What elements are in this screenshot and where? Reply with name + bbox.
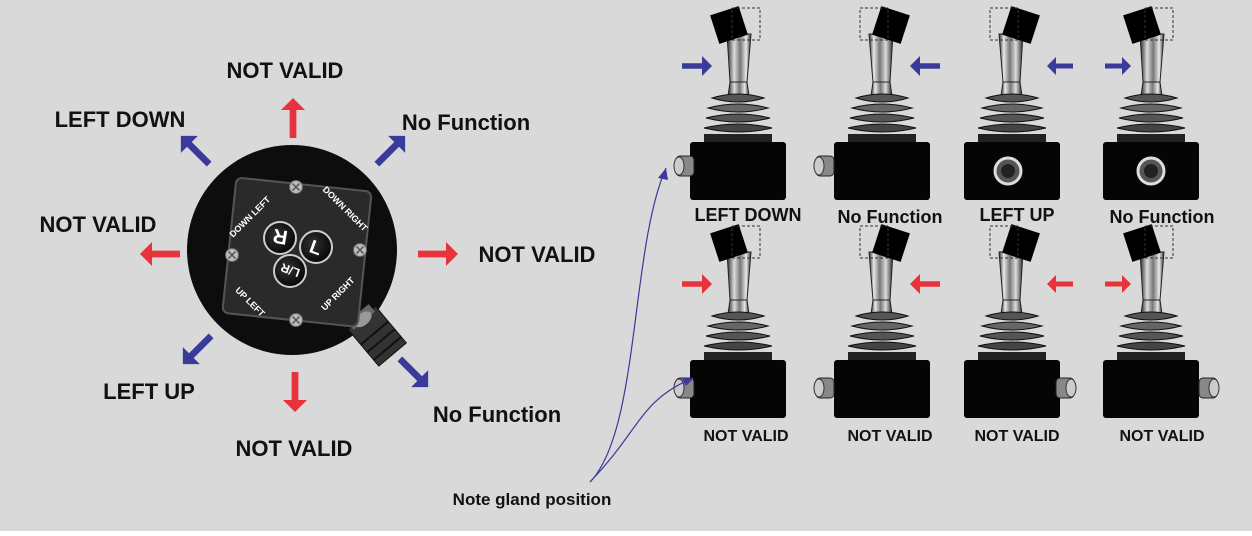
arrow-joystick-bottom-2 (910, 274, 940, 294)
dial-label-right: NOT VALID (479, 242, 596, 267)
arrow-up-red (281, 98, 305, 138)
joystick-bottom-2 (813, 223, 931, 419)
dial-label-top-right: No Function (402, 110, 530, 135)
joystick-label-top-1: LEFT DOWN (695, 205, 802, 225)
joystick-top-1 (673, 5, 787, 201)
button-lr-label: L/R (279, 260, 302, 280)
joystick-top-2 (813, 5, 931, 201)
cable-gland (993, 156, 1023, 186)
joystick-label-bottom-3: NOT VALID (974, 428, 1059, 445)
joystick-bottom-4 (1102, 223, 1220, 419)
dial-label-bottom-right: No Function (433, 402, 561, 427)
leader-arrowhead-top (658, 168, 668, 180)
button-l[interactable]: L (299, 230, 333, 264)
dial-label-bottom: NOT VALID (236, 436, 353, 461)
cable-gland (1136, 156, 1166, 186)
cable-gland (1055, 377, 1077, 399)
joystick-label-bottom-4: NOT VALID (1119, 428, 1204, 445)
arrow-joystick-bottom-4 (1105, 275, 1131, 293)
leader-line-bottom (589, 377, 694, 483)
joystick-label-bottom-2: NOT VALID (847, 428, 932, 445)
cable-gland (813, 377, 835, 399)
button-r[interactable]: R (263, 221, 297, 255)
cable-gland (1198, 377, 1220, 399)
button-lr[interactable]: L/R (273, 254, 307, 288)
dial-label-top: NOT VALID (227, 58, 344, 83)
joystick-bottom-1 (673, 223, 787, 419)
button-r-label: R (271, 224, 290, 248)
cable-gland (673, 155, 695, 177)
arrow-joystick-top-4 (1105, 57, 1131, 75)
joystick-label-bottom-1: NOT VALID (703, 428, 788, 445)
joystick-bottom-3 (963, 223, 1077, 419)
joystick-top-3 (963, 5, 1061, 201)
dial-label-top-left: LEFT DOWN (55, 107, 186, 132)
arrow-down-right-blue (397, 356, 429, 388)
arrow-joystick-bottom-1 (682, 274, 712, 294)
dial-label-left: NOT VALID (40, 212, 157, 237)
joystick-label-top-4: No Function (1110, 207, 1215, 227)
arrow-joystick-top-1 (682, 56, 712, 76)
rotary-device: DOWN LEFT DOWN RIGHT UP LEFT UP RIGHT R … (187, 145, 408, 367)
dial-label-bottom-left: LEFT UP (103, 379, 195, 404)
arrow-joystick-top-2 (910, 56, 940, 76)
leader-line-top (589, 167, 667, 483)
arrow-up-right-blue (374, 135, 406, 167)
note-gland-position: Note gland position (453, 490, 612, 509)
cable-gland (813, 155, 835, 177)
arrow-joystick-bottom-3 (1047, 275, 1073, 293)
joystick-label-top-2: No Function (838, 207, 943, 227)
arrow-down-red (283, 372, 307, 412)
joystick-top-4 (1102, 5, 1200, 201)
arrow-up-left-blue (180, 135, 212, 167)
joystick-label-top-3: LEFT UP (980, 205, 1055, 225)
leader-arrowhead-bottom (682, 378, 694, 386)
arrow-right-red (418, 242, 458, 266)
arrow-down-left-blue (182, 333, 214, 365)
cable-gland (673, 377, 695, 399)
arrow-left-red (140, 242, 180, 266)
arrow-joystick-top-3-left (1047, 57, 1073, 75)
